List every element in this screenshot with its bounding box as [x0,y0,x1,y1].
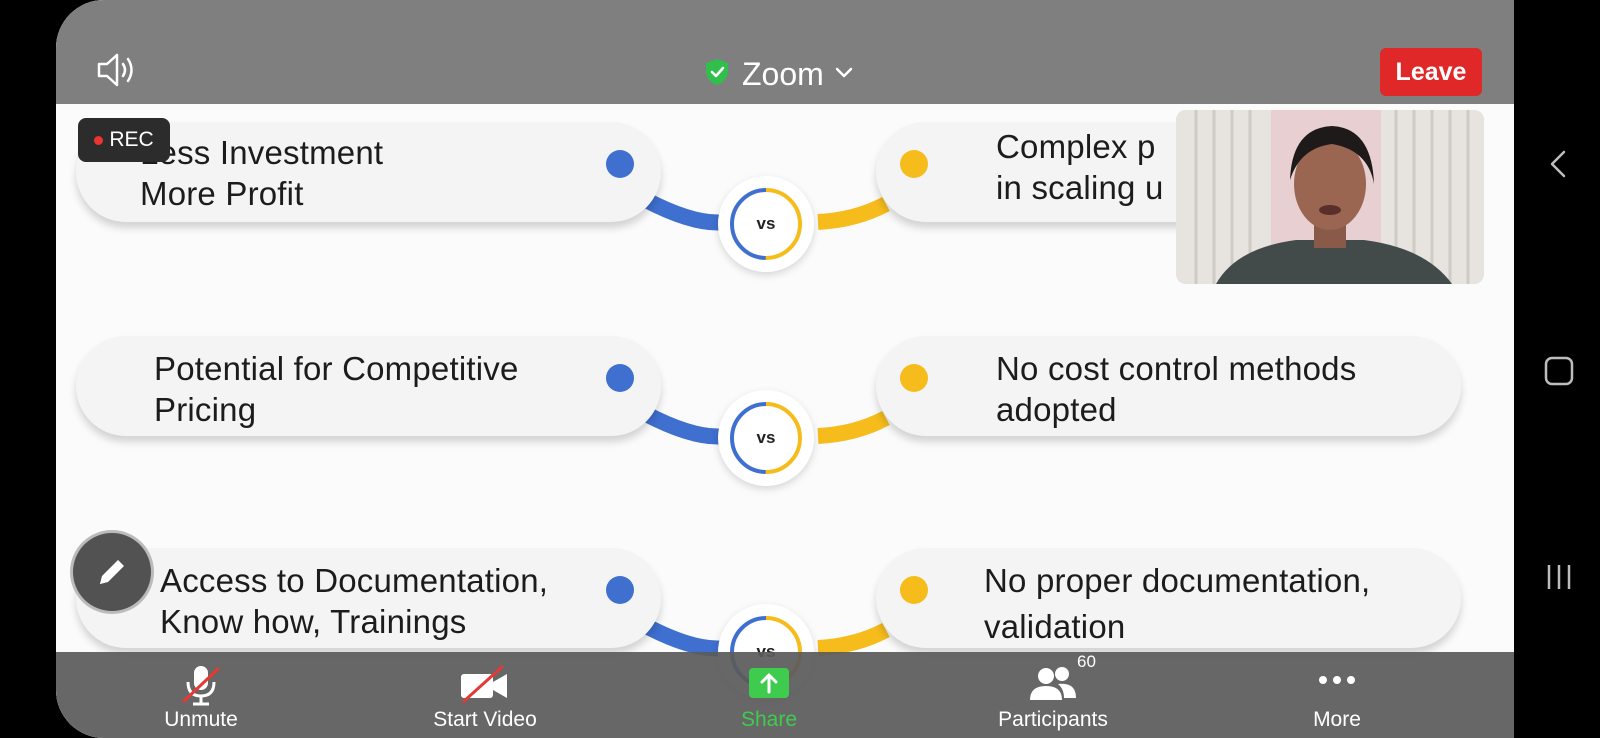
top-bar: Zoom Leave [56,0,1514,104]
more-label: More [1313,708,1361,731]
participants-button[interactable]: 60 Participants [973,652,1133,738]
participants-count: 60 [1077,652,1096,671]
con-pill-2 [876,336,1461,436]
participants-icon [1030,667,1076,700]
chevron-down-icon [834,65,854,84]
video-off-icon [461,664,507,704]
recording-badge: REC [78,118,170,162]
connector-arcs [642,192,890,657]
more-button[interactable]: More [1257,652,1417,738]
start-video-button[interactable]: Start Video [405,652,565,738]
participants-label: Participants [998,708,1108,731]
share-icon [749,668,789,698]
con-text-3: No proper documentation, validation [984,562,1371,645]
unmute-button[interactable]: Unmute [121,652,281,738]
pro-pill-3 [76,548,661,648]
con-pill-3 [876,548,1461,648]
home-icon[interactable] [1544,356,1574,391]
shield-check-icon [704,58,730,91]
share-label: Share [740,708,798,731]
unmute-label: Unmute [164,708,238,731]
leave-button[interactable]: Leave [1380,48,1482,96]
vs-ring-1 [730,188,802,260]
pro-dot-2 [606,364,634,392]
con-dot-1 [900,150,928,178]
pro-text-2: Potential for Competitive Pricing [154,350,519,428]
con-dot-3 [900,576,928,604]
zoom-meeting-screen: Less Investment More Profit Complex p in… [56,0,1514,738]
recording-label: REC [109,128,154,151]
recording-dot [94,135,104,145]
back-icon[interactable] [1546,148,1570,185]
vs-badge-1: vs [718,176,814,272]
speaker-icon[interactable] [96,52,140,93]
pro-dot-3 [606,576,634,604]
pro-text-3: Access to Documentation, Know how, Train… [160,562,549,640]
recents-icon[interactable] [1544,562,1574,597]
pro-text-1: Less Investment More Profit [140,134,384,212]
vs-ring-2 [730,402,802,474]
pro-dot-1 [606,150,634,178]
share-button[interactable]: Share [689,652,849,738]
vs-badge-2: vs [718,390,814,486]
pro-pill-2 [76,336,661,436]
vs-label-2: vs [756,428,776,447]
pencil-icon [94,554,130,595]
annotate-button[interactable] [70,530,154,614]
more-icon [1319,676,1355,684]
con-text-1: Complex p in scaling u [996,128,1164,206]
meeting-toolbar: Unmute Start Video Share 60 [56,652,1514,738]
participant-video[interactable] [1176,110,1484,284]
mic-muted-icon [181,666,221,706]
vs-label-1: vs [756,214,776,233]
con-dot-2 [900,364,928,392]
meeting-title: Zoom [742,55,824,92]
meeting-title-dropdown[interactable]: Zoom [704,54,854,94]
con-text-2: No cost control methods adopted [996,350,1357,428]
participant-video-image [1176,110,1484,284]
pro-pill-1 [76,122,661,222]
start-video-label: Start Video [433,708,537,731]
